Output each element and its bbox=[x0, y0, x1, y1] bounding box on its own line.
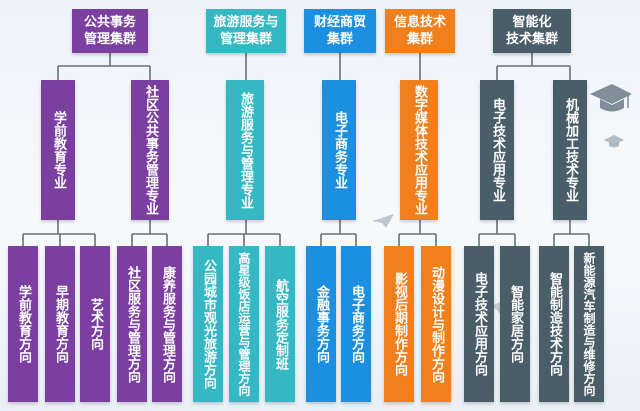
direction-early-education: 早期教育方向 bbox=[45, 246, 75, 402]
cluster-header-smart: 智能化 技术集群 bbox=[493, 9, 571, 53]
direction-hotel-management: 高星级饭店运营与管理方向 bbox=[229, 246, 259, 402]
cluster-title: 智能化 技术集群 bbox=[505, 15, 558, 47]
direction-preschool: 学前教育方向 bbox=[8, 246, 38, 402]
cluster-header-finance: 财经商贸 集群 bbox=[304, 9, 376, 53]
direction-aviation-service: 航空服务定制班 bbox=[265, 246, 295, 402]
major-e-commerce: 电子商务专业 bbox=[322, 80, 356, 220]
cluster-title: 财经商贸 集群 bbox=[313, 15, 366, 47]
major-community-affairs: 社区公共事务管理专业 bbox=[131, 80, 169, 220]
cluster-header-it: 信息技术 集群 bbox=[385, 9, 455, 53]
direction-smart-home: 智能家居方向 bbox=[500, 246, 530, 402]
cluster-title: 旅游服务与 管理集群 bbox=[213, 15, 279, 47]
major-digital-media: 数字媒体技术应用专业 bbox=[400, 80, 438, 220]
cluster-header-public: 公共事务 管理集群 bbox=[72, 9, 148, 53]
direction-new-energy-vehicle: 新能源汽车制造与维修方向 bbox=[574, 246, 604, 402]
direction-finance-affairs: 金融事务方向 bbox=[306, 246, 336, 402]
direction-electronic-tech: 电子技术应用方向 bbox=[464, 246, 494, 402]
major-tourism-service: 旅游服务与管理专业 bbox=[226, 80, 264, 220]
graduation-cap-icon bbox=[590, 84, 632, 112]
major-preschool-education: 学前教育专业 bbox=[41, 80, 75, 220]
direction-art: 艺术方向 bbox=[80, 246, 110, 402]
paper-plane-icon bbox=[372, 214, 394, 228]
direction-intelligent-manufacturing: 智能制造技术方向 bbox=[539, 246, 569, 402]
direction-animation-design: 动漫设计与制作方向 bbox=[421, 246, 451, 402]
cluster-title: 公共事务 管理集群 bbox=[83, 15, 136, 47]
major-electronic-tech: 电子技术应用专业 bbox=[480, 80, 514, 220]
cluster-title: 信息技术 集群 bbox=[393, 15, 446, 47]
direction-e-commerce: 电子商务方向 bbox=[341, 246, 371, 402]
direction-elderly-care: 康养服务与管理方向 bbox=[152, 246, 182, 402]
graduation-cap-small-icon bbox=[604, 135, 624, 148]
cluster-header-tourism: 旅游服务与 管理集群 bbox=[206, 9, 286, 53]
direction-film-post-production: 影视后期制作方向 bbox=[384, 246, 414, 402]
direction-community-service: 社区服务与管理方向 bbox=[117, 246, 147, 402]
direction-park-city-tourism: 公园城市观光旅游方向 bbox=[193, 246, 223, 402]
major-machining-tech: 机械加工技术专业 bbox=[553, 80, 587, 220]
